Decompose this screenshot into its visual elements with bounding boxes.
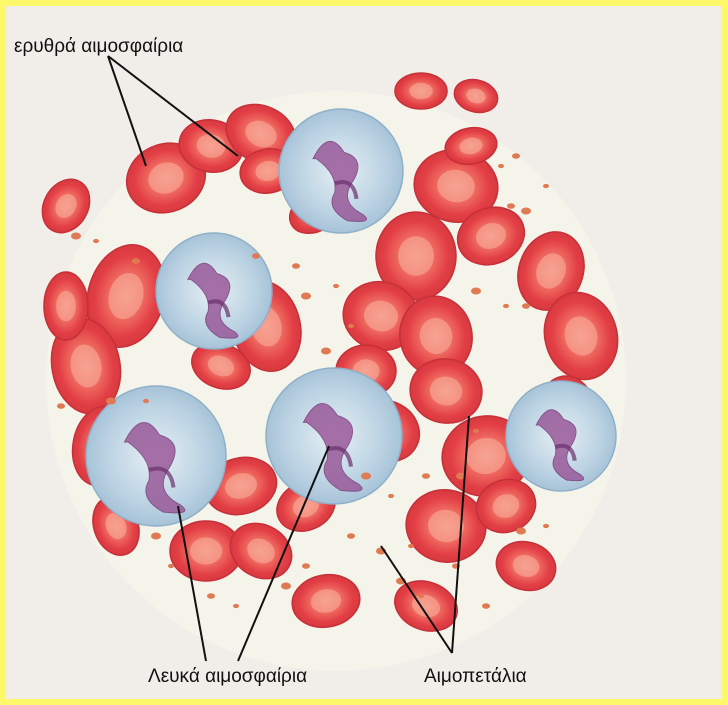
platelet bbox=[132, 258, 140, 264]
platelet bbox=[512, 153, 520, 159]
platelet bbox=[347, 533, 355, 539]
blood-cells-illustration bbox=[6, 6, 722, 699]
platelet bbox=[543, 184, 549, 188]
platelet bbox=[543, 524, 549, 528]
platelet bbox=[302, 563, 310, 569]
leader-line-red-1 bbox=[108, 56, 146, 166]
platelet bbox=[57, 403, 65, 409]
label-red-blood-cells: ερυθρά αιμοσφαίρια bbox=[14, 36, 183, 58]
platelet bbox=[361, 473, 371, 480]
platelet bbox=[71, 233, 81, 240]
white-blood-cell bbox=[156, 233, 272, 349]
white-blood-cell bbox=[86, 386, 226, 526]
white-blood-cell bbox=[266, 368, 402, 504]
platelet bbox=[348, 324, 354, 328]
platelet bbox=[93, 239, 99, 243]
platelet bbox=[292, 263, 300, 269]
label-white-blood-cells: Λευκά αιμοσφαίρια bbox=[148, 666, 307, 688]
red-blood-cell bbox=[44, 272, 88, 340]
platelet bbox=[333, 284, 339, 288]
illustration-frame: ερυθρά αιμοσφαίρια Λευκά αιμοσφαίρια Αιμ… bbox=[6, 6, 722, 699]
platelet bbox=[418, 594, 424, 598]
platelet bbox=[301, 293, 311, 300]
platelet bbox=[422, 473, 430, 479]
leader-line-red-2 bbox=[108, 56, 238, 156]
platelet bbox=[233, 604, 239, 608]
platelet bbox=[521, 208, 531, 215]
white-blood-cell bbox=[279, 109, 403, 233]
platelet bbox=[482, 603, 490, 609]
platelet bbox=[408, 544, 414, 548]
platelet bbox=[507, 203, 515, 209]
platelet bbox=[168, 564, 174, 568]
platelet bbox=[151, 533, 161, 540]
platelet bbox=[498, 164, 504, 168]
platelet bbox=[516, 528, 526, 535]
platelet bbox=[522, 303, 530, 309]
label-platelets: Αιμοπετάλια bbox=[424, 666, 527, 688]
platelet bbox=[207, 593, 215, 599]
platelet bbox=[473, 429, 479, 433]
platelet bbox=[281, 583, 291, 590]
platelet bbox=[321, 348, 331, 355]
platelet bbox=[143, 399, 149, 403]
platelet bbox=[471, 288, 481, 295]
white-blood-cell bbox=[506, 381, 616, 491]
platelet bbox=[252, 253, 260, 259]
platelet bbox=[388, 494, 394, 498]
platelet bbox=[503, 304, 509, 308]
red-blood-cell bbox=[451, 75, 502, 117]
red-blood-cell bbox=[395, 73, 447, 109]
platelet bbox=[106, 398, 116, 405]
